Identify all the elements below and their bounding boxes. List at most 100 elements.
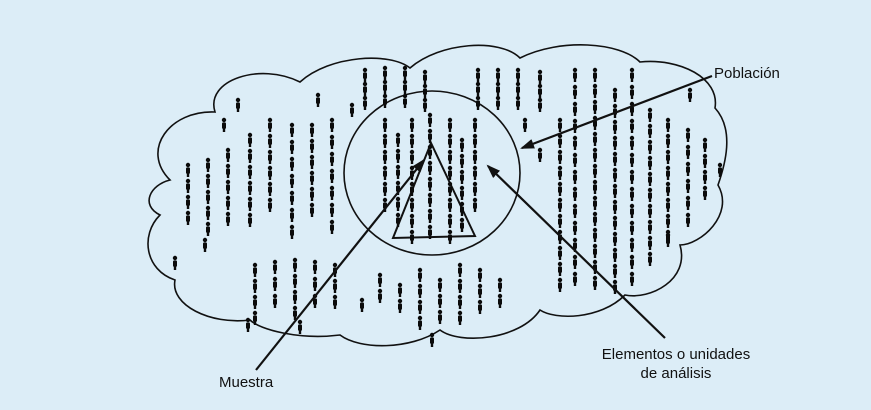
person-icon [402, 93, 408, 108]
person-icon [592, 115, 598, 130]
person-icon [572, 67, 578, 82]
person-icon [557, 261, 563, 276]
person-icon [472, 165, 478, 180]
person-icon [665, 133, 671, 148]
person-icon [409, 197, 415, 212]
person-icon [329, 185, 335, 200]
person-icon [522, 117, 528, 132]
person-icon [362, 95, 368, 110]
person-icon [235, 97, 241, 112]
person-icon [459, 185, 465, 200]
person-icon [447, 181, 453, 196]
person-icon [572, 135, 578, 150]
person-icon [537, 69, 543, 84]
person-icon [221, 117, 227, 132]
person-icon [309, 122, 315, 137]
person-icon [592, 67, 598, 82]
person-icon [267, 133, 273, 148]
person-icon [629, 169, 635, 184]
population-cloud [147, 44, 728, 347]
person-icon [395, 132, 401, 147]
person-icon [402, 65, 408, 80]
person-icon [225, 211, 231, 226]
person-icon [515, 67, 521, 82]
person-icon [557, 149, 563, 164]
person-icon [557, 245, 563, 260]
person-icon [572, 101, 578, 116]
person-icon [362, 81, 368, 96]
person-icon [329, 168, 335, 183]
person-icon [557, 277, 563, 292]
person-icon [245, 317, 251, 332]
person-icon [309, 186, 315, 201]
person-icon [647, 155, 653, 170]
person-icon [247, 132, 253, 147]
person-icon [665, 197, 671, 212]
person-icon [572, 84, 578, 99]
person-icon [647, 139, 653, 154]
person-icon [557, 181, 563, 196]
person-icon [292, 273, 298, 288]
elements-circle [343, 90, 521, 256]
person-icon [395, 164, 401, 179]
person-icon [665, 149, 671, 164]
person-icon [205, 221, 211, 236]
person-icon [377, 288, 383, 303]
person-icon [612, 247, 618, 262]
person-icon [247, 148, 253, 163]
person-icon [427, 192, 433, 207]
person-icon [457, 278, 463, 293]
person-icon [612, 135, 618, 150]
person-icon [629, 220, 635, 235]
person-icon [185, 210, 191, 225]
person-icon [702, 169, 708, 184]
person-icon [702, 137, 708, 152]
person-icon [495, 95, 501, 110]
person-icon [272, 276, 278, 291]
person-icon [429, 332, 435, 347]
person-icon [382, 65, 388, 80]
person-icon [329, 117, 335, 132]
person-icon [537, 83, 543, 98]
population-arrow [520, 74, 713, 150]
person-icon [185, 178, 191, 193]
elements-arrow [486, 164, 666, 339]
person-icon [329, 134, 335, 149]
person-icon [472, 117, 478, 132]
person-icon [685, 195, 691, 210]
person-icon [427, 208, 433, 223]
person-icon [647, 235, 653, 250]
person-icon [329, 151, 335, 166]
person-icon [395, 148, 401, 163]
person-icon [647, 251, 653, 266]
person-icon [447, 165, 453, 180]
person-icon [647, 219, 653, 234]
person-icon [475, 81, 481, 96]
person-icon [557, 213, 563, 228]
person-icon [267, 149, 273, 164]
person-icon [572, 169, 578, 184]
person-icon [409, 149, 415, 164]
person-icon [629, 135, 635, 150]
person-icon [409, 117, 415, 132]
person-icon [247, 196, 253, 211]
person-icon [612, 199, 618, 214]
person-icon [515, 95, 521, 110]
person-icon [537, 97, 543, 112]
person-icon [447, 117, 453, 132]
person-icon [685, 127, 691, 142]
person-icon [537, 147, 543, 162]
person-icon [629, 67, 635, 82]
person-icon [477, 299, 483, 314]
population-label: Población [714, 65, 780, 82]
person-icon [495, 67, 501, 82]
person-icon [289, 139, 295, 154]
person-icon [447, 149, 453, 164]
person-icon [382, 93, 388, 108]
person-icon [382, 133, 388, 148]
person-icon [382, 181, 388, 196]
person-icon [289, 224, 295, 239]
person-icon [359, 297, 365, 312]
person-icon [377, 272, 383, 287]
person-icon [292, 305, 298, 320]
